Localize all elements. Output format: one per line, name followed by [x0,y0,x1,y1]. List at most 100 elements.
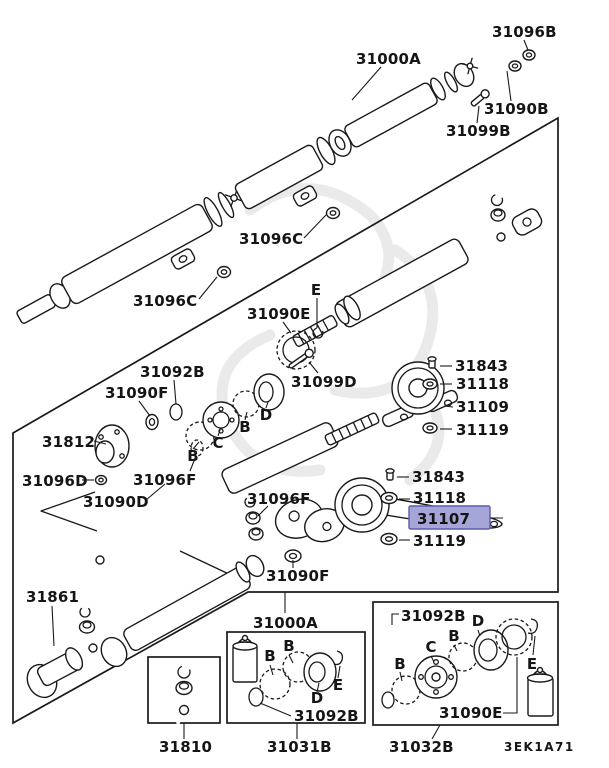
clip-icon [527,618,539,635]
snap-ring-icon [312,327,324,339]
universal-joint-icon [224,188,244,208]
ref-letter-B: B [283,637,294,655]
part-label-31090D[interactable]: 31090D [83,493,149,511]
flex-coupling-ring [495,618,533,656]
part-label-31096F-b[interactable]: 31096F [247,490,311,508]
part-label-31090E[interactable]: 31090E [247,305,311,323]
part-label-31107-selected[interactable]: 31107 [417,510,470,528]
part-label-31000A-top[interactable]: 31000A [356,50,421,68]
splined-stub [324,412,380,446]
assembly-border [12,116,559,725]
part-label-31099D[interactable]: 31099D [291,373,357,391]
ref-letter-B: B [187,447,198,465]
ref-letter-B: B [394,655,405,673]
part-label-31099B[interactable]: 31099B [446,122,511,140]
plate-code: 3EK1A71 [504,740,575,754]
nut-icon [380,532,398,546]
boot-gasket [448,642,478,672]
part-label-31812[interactable]: 31812 [42,433,95,451]
ref-letter-D: D [311,689,323,707]
part-label-31118-b[interactable]: 31118 [413,489,466,507]
bearing-cup-icon [490,208,506,222]
snap-ring-icon [244,496,256,508]
double-yoke [274,498,345,543]
bearing-cup-icon [245,511,261,525]
snap-ring-icon [490,193,504,207]
part-label-31000A-bottom[interactable]: 31000A [253,614,318,632]
part-label-31109[interactable]: 31109 [456,398,509,416]
leader-lines [51,39,536,740]
bearing-cup-icon [248,527,264,541]
part-label-31118-a[interactable]: 31118 [456,375,509,393]
grease-tube-icon [526,666,554,717]
part-label-31861[interactable]: 31861 [26,588,79,606]
cv-hub [202,401,240,439]
ref-letter-E: E [527,655,537,673]
cv-cup [253,373,285,411]
assembled-propshaft [16,57,479,324]
snap-ring-icon [177,665,191,679]
ref-letter-B: B [239,418,250,436]
spider-joint-icon [169,695,199,725]
snap-ring-icon [79,606,91,618]
boot-gasket [259,668,291,700]
spider-joint-icon [86,546,114,574]
part-label-31090F-low[interactable]: 31090F [266,567,330,585]
o-ring-icon [248,687,264,707]
part-label-31096C-b[interactable]: 31096C [133,292,197,310]
part-label-31031B[interactable]: 31031B [267,738,332,756]
part-label-31096F-a[interactable]: 31096F [133,471,197,489]
clip-icon [333,650,344,666]
nut-icon [522,49,536,61]
part-label-31843-a[interactable]: 31843 [455,357,508,375]
washer-icon [380,491,398,505]
part-label-31092B-box31031B[interactable]: 31092B [294,707,359,725]
universal-joint-icon [461,57,479,75]
inset-box-31031B [226,631,366,724]
bearing-cup-icon [78,620,96,634]
part-label-31096C-a[interactable]: 31096C [239,230,303,248]
nut-icon [422,422,438,434]
part-label-31810[interactable]: 31810 [159,738,212,756]
washer-icon [145,413,159,431]
part-label-31092B[interactable]: 31092B [140,363,205,381]
part-label-31119-a[interactable]: 31119 [456,421,509,439]
spider-joint-icon [80,635,106,661]
mount-tab [170,248,196,270]
inset-box-31032B [372,601,559,726]
subgroup-chevron-left [40,491,98,532]
center-bearing-upper [381,361,459,428]
ref-letter-E: E [333,676,343,694]
part-label-31090B[interactable]: 31090B [484,100,549,118]
ref-letter-C: C [425,638,436,656]
part-label-31119-b[interactable]: 31119 [413,532,466,550]
nut-icon [508,60,522,72]
exploded-shaft-lower [86,412,380,574]
part-label-31843-b[interactable]: 31843 [412,468,465,486]
spline-washer-icon [190,439,204,457]
ref-letter-C: C [212,434,223,452]
part-label-31090F-up[interactable]: 31090F [105,384,169,402]
part-label-31092B-box31032B[interactable]: 31092B [401,607,466,625]
ref-letter-B: B [448,627,459,645]
bolt-icon [288,348,314,369]
mount-tab [292,185,318,207]
part-label-31090E-box31032B[interactable]: 31090E [439,704,503,722]
part-label-31032B[interactable]: 31032B [389,738,454,756]
part-label-31096D[interactable]: 31096D [22,472,88,490]
ref-letter-E: E [311,281,321,299]
front-shaft-31861 [26,554,265,699]
grease-tube-icon [232,634,258,683]
selected-part-highlight [408,505,491,530]
ref-letter-D: D [472,612,484,630]
cv-cup [303,652,337,692]
part-label-31096B[interactable]: 31096B [492,23,557,41]
slip-yoke [511,208,543,236]
inset-box-31810 [147,656,221,725]
nut-icon [94,474,108,486]
cv-cup [473,629,509,671]
companion-flange [94,424,130,468]
bolt-icon [385,468,395,481]
